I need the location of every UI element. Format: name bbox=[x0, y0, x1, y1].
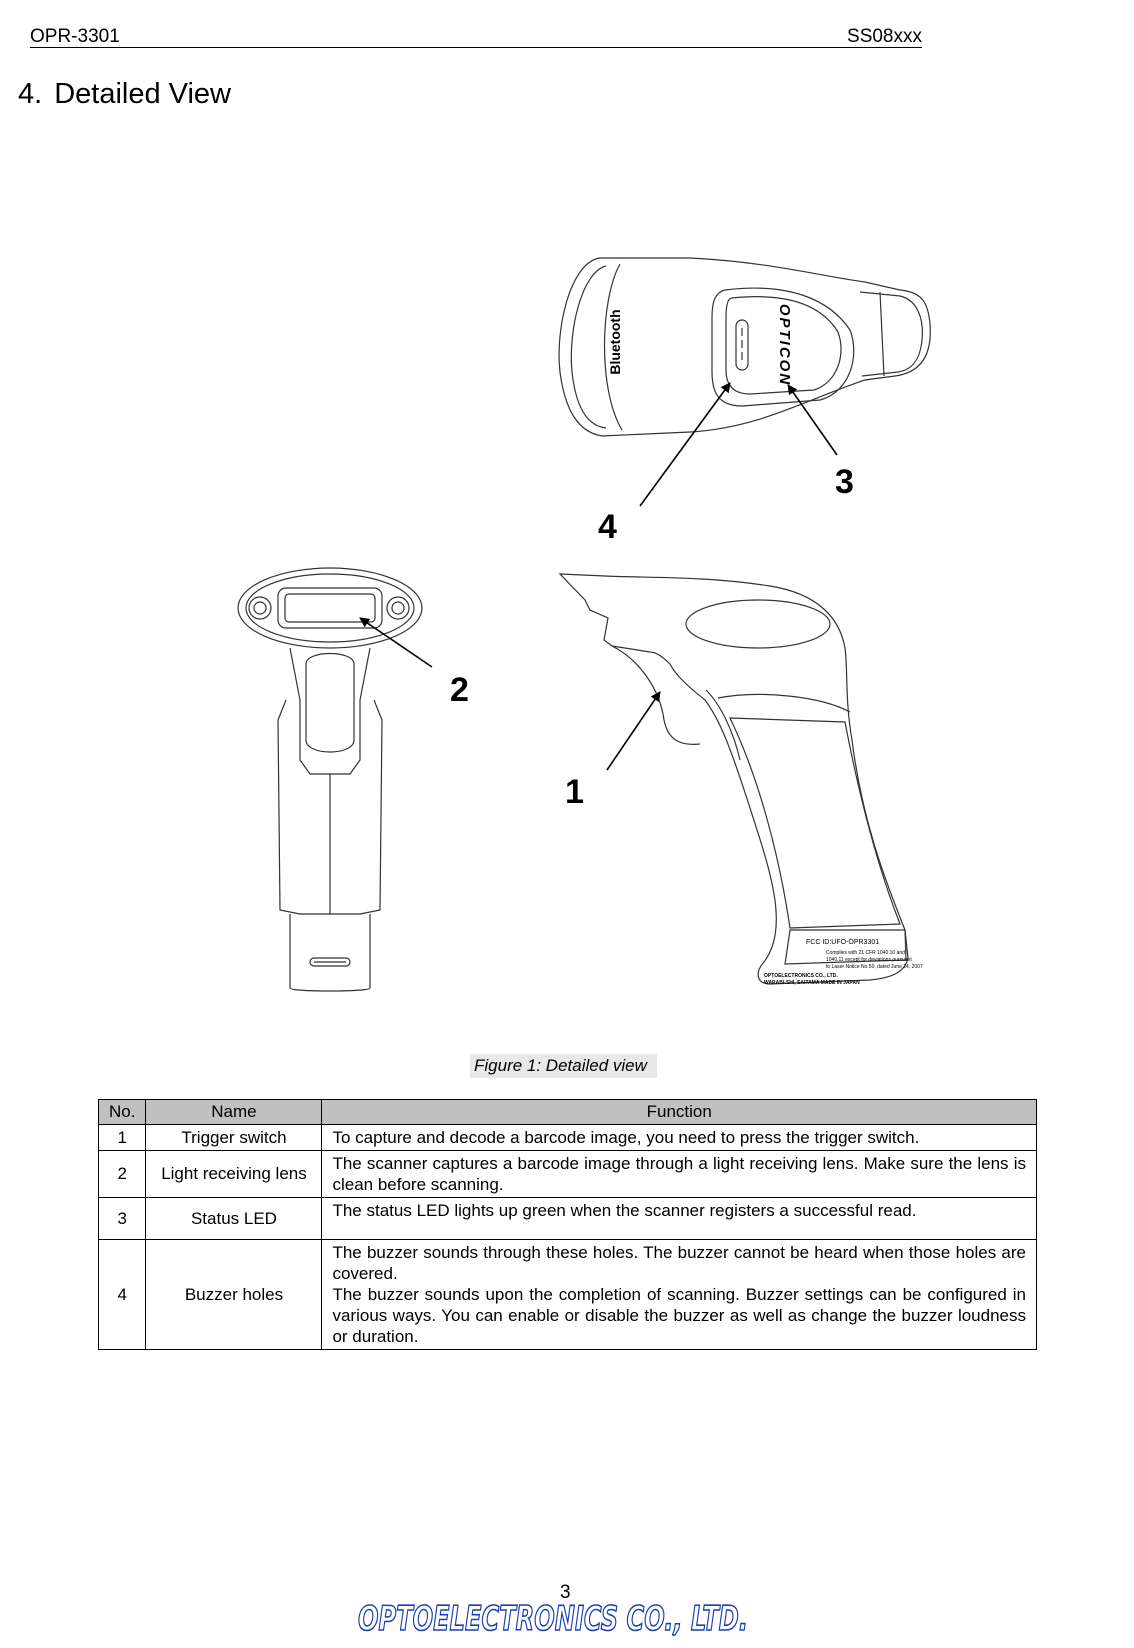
document-code: SS08xxx bbox=[847, 26, 922, 47]
table-header-row: No. Name Function bbox=[97, 1099, 1037, 1125]
callout-2: 2 bbox=[450, 671, 469, 709]
table-row: 3 Status LED The status LED lights up gr… bbox=[97, 1197, 1037, 1240]
table-row: 2 Light receiving lens The scanner captu… bbox=[97, 1150, 1037, 1198]
scanner-front-view bbox=[237, 567, 423, 992]
fcc-id-label: FCC ID:UFO-OPR3301 bbox=[806, 939, 879, 946]
origin-line: WARABI-SHI, SAITAMA MADE IN JAPAN bbox=[764, 980, 860, 986]
callout-arrow-3 bbox=[787, 384, 838, 456]
logo-wordmark: OPTOELECTRONICS CO., LTD. bbox=[358, 1599, 748, 1639]
row-name: Status LED bbox=[145, 1197, 323, 1240]
row-number: 4 bbox=[97, 1239, 147, 1350]
components-table: No. Name Function 1 Trigger switch To ca… bbox=[97, 1099, 1037, 1350]
figure-caption: Figure 1: Detailed view bbox=[470, 1054, 657, 1078]
row-number: 1 bbox=[97, 1124, 147, 1151]
row-number: 2 bbox=[97, 1150, 147, 1198]
row-function: The buzzer sounds through these holes. T… bbox=[321, 1239, 1037, 1350]
table-row: 4 Buzzer holes The buzzer sounds through… bbox=[97, 1239, 1037, 1350]
section-heading: 4. Detailed View bbox=[18, 78, 231, 111]
scanner-side-view bbox=[558, 573, 909, 985]
table-row: 1 Trigger switch To capture and decode a… bbox=[97, 1124, 1037, 1151]
scanner-top-view bbox=[558, 257, 931, 437]
header-rule bbox=[30, 47, 922, 48]
row-function: The scanner captures a barcode image thr… bbox=[321, 1150, 1037, 1198]
function-text: The scanner captures a barcode image thr… bbox=[332, 1154, 1026, 1194]
callout-arrow-1 bbox=[606, 691, 661, 771]
function-text: The buzzer sounds upon the completion of… bbox=[332, 1285, 1026, 1346]
column-header-no: No. bbox=[97, 1099, 147, 1125]
callout-4: 4 bbox=[598, 508, 617, 546]
row-name: Light receiving lens bbox=[145, 1150, 323, 1198]
document-id: OPR-3301 bbox=[30, 26, 120, 47]
company-logo: OPTOELECTRONICS CO., LTD. bbox=[357, 1598, 749, 1640]
row-name: Trigger switch bbox=[145, 1124, 323, 1151]
row-number: 3 bbox=[97, 1197, 147, 1240]
row-name: Buzzer holes bbox=[145, 1239, 323, 1350]
callout-1: 1 bbox=[565, 773, 584, 811]
page-number: 3 bbox=[560, 1582, 571, 1603]
row-function: To capture and decode a barcode image, y… bbox=[321, 1124, 1037, 1151]
compliance-line-1: Complies with 21 CFR 1040.10 and bbox=[826, 950, 905, 956]
function-text: To capture and decode a barcode image, y… bbox=[332, 1128, 920, 1147]
function-text: The buzzer sounds through these holes. T… bbox=[332, 1243, 1026, 1283]
function-text: The status LED lights up green when the … bbox=[332, 1201, 917, 1220]
row-function: The status LED lights up green when the … bbox=[321, 1197, 1037, 1240]
section-number: 4. bbox=[18, 78, 43, 110]
scanner-figure: Bluetooth OPTICON FCC ID:UFO-OPR3301 Com… bbox=[237, 257, 931, 992]
callout-3: 3 bbox=[835, 463, 854, 501]
callout-arrow-2 bbox=[359, 617, 433, 668]
column-header-function: Function bbox=[321, 1099, 1037, 1125]
compliance-line-3: to Laser Notice No.50, dated June 24, 20… bbox=[826, 964, 923, 970]
section-title: Detailed View bbox=[54, 78, 231, 110]
opticon-brand: OPTICON bbox=[776, 304, 793, 386]
manufacturer-line: OPTOELECTRONICS CO., LTD. bbox=[764, 973, 838, 979]
column-header-name: Name bbox=[145, 1099, 323, 1125]
callout-arrow-4 bbox=[639, 382, 731, 507]
bluetooth-mark: Bluetooth bbox=[607, 309, 623, 374]
compliance-line-2: 1040.11 except for deviations pursuant bbox=[826, 957, 912, 963]
